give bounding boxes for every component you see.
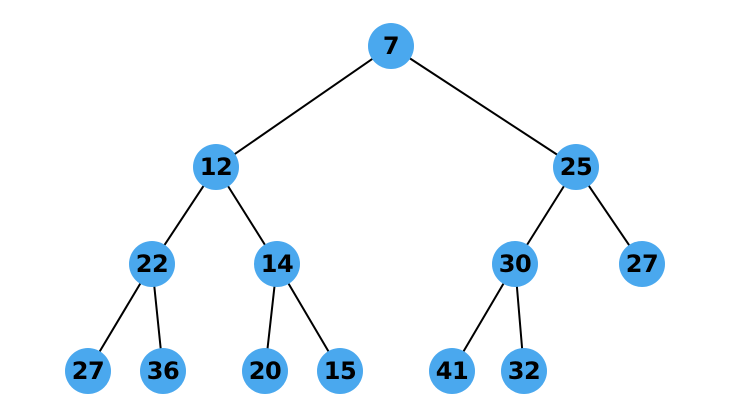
- tree-edge: [407, 56, 560, 157]
- tree-edge: [97, 281, 143, 354]
- tree-node-label: 30: [498, 250, 532, 278]
- tree-edge: [525, 183, 566, 248]
- tree-node-label: 25: [559, 153, 593, 181]
- tree-node[interactable]: 41: [429, 348, 475, 394]
- tree-node[interactable]: 27: [65, 348, 111, 394]
- tree-node[interactable]: 15: [317, 348, 363, 394]
- tree-edge: [162, 183, 206, 248]
- tree-edge: [226, 183, 267, 248]
- tree-node-label: 27: [625, 250, 659, 278]
- tree-node[interactable]: 12: [193, 144, 239, 190]
- tree-node[interactable]: 30: [492, 241, 538, 287]
- tree-node-label: 22: [135, 250, 169, 278]
- tree-node-label: 41: [435, 357, 469, 385]
- tree-node[interactable]: 36: [140, 348, 186, 394]
- tree-node-label: 27: [71, 357, 105, 385]
- tree-edge: [461, 281, 506, 354]
- tree-edge: [515, 283, 524, 352]
- tree-edge: [586, 183, 632, 248]
- tree-node-label: 20: [248, 357, 282, 385]
- tree-node[interactable]: 32: [501, 348, 547, 394]
- tree-node[interactable]: 25: [553, 144, 599, 190]
- tree-node[interactable]: 7: [368, 23, 414, 69]
- tree-node-label: 32: [507, 357, 541, 385]
- tree-node[interactable]: 14: [254, 241, 300, 287]
- tree-node[interactable]: 27: [619, 241, 665, 287]
- tree-edge: [232, 56, 375, 157]
- tree-node-label: 36: [146, 357, 180, 385]
- tree-node-label: 7: [382, 32, 400, 60]
- tree-edge: [266, 283, 276, 352]
- tree-node-label: 12: [199, 153, 233, 181]
- tree-node[interactable]: 20: [242, 348, 288, 394]
- tree-node-label: 15: [323, 357, 357, 385]
- tree-edge: [153, 283, 162, 352]
- tree-node-label: 14: [260, 250, 294, 278]
- tree-edge: [286, 281, 331, 354]
- tree-node[interactable]: 22: [129, 241, 175, 287]
